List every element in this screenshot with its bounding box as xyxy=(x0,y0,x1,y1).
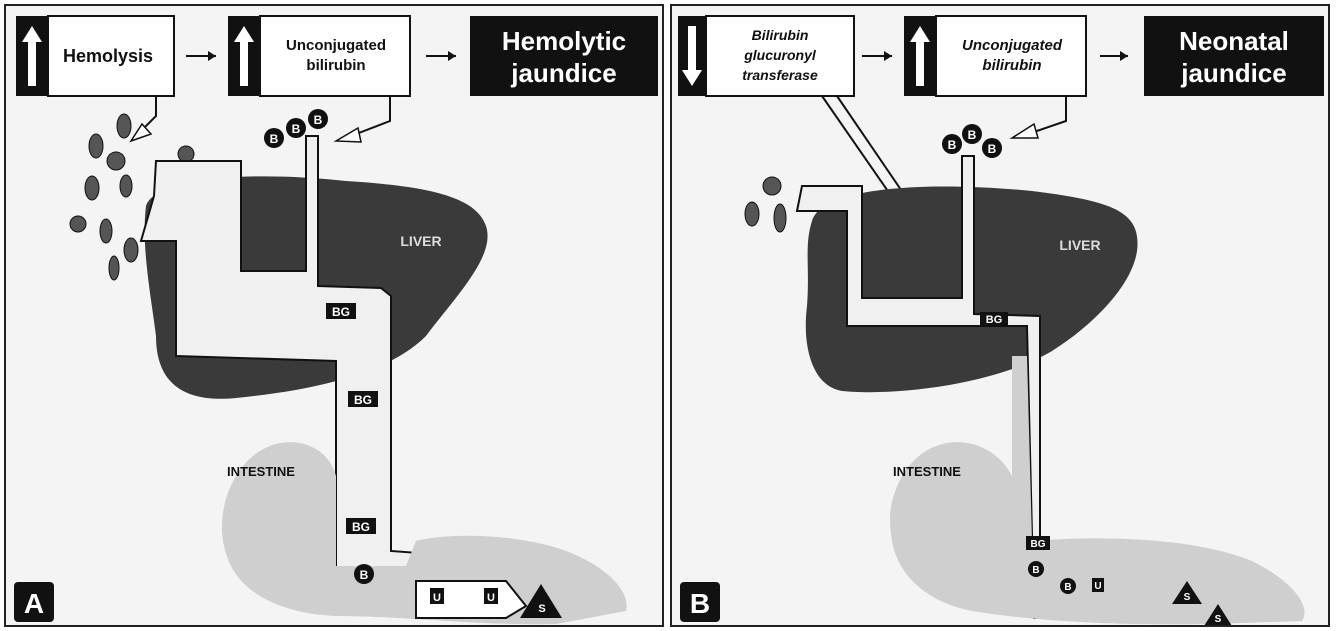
bg-label-b1: BG xyxy=(980,312,1008,326)
bilirubin-label-b: bilirubin xyxy=(982,57,1041,74)
hemolysis-label: Hemolysis xyxy=(63,46,153,66)
arrow-up-box-b2 xyxy=(904,16,936,96)
svg-text:B: B xyxy=(1032,565,1039,576)
b-label-b2: B xyxy=(1060,578,1076,594)
liver-label: LIVER xyxy=(400,233,441,249)
svg-text:BG: BG xyxy=(986,314,1003,326)
unconjugated-label: Unconjugated xyxy=(286,37,386,54)
result-line2-b: jaundice xyxy=(1180,58,1286,88)
bg-label-2: BG xyxy=(348,391,378,407)
svg-text:B: B xyxy=(314,113,323,127)
panel-letter-b: B xyxy=(690,588,710,619)
arrow-up-box-a2 xyxy=(228,16,260,96)
panel-b-diagram: Bilirubin glucuronyl transferase Unconju… xyxy=(672,6,1330,627)
svg-text:S: S xyxy=(1215,614,1222,625)
bg-label-1: BG xyxy=(326,303,356,319)
unconjugated-bilirubin-box-b xyxy=(936,16,1086,96)
svg-text:BG: BG xyxy=(332,305,350,319)
result-line1: Hemolytic xyxy=(502,26,626,56)
svg-text:B: B xyxy=(988,142,997,156)
b-label-b1: B xyxy=(1028,561,1044,577)
panel-letter-a: A xyxy=(24,588,44,619)
unconjugated-label-b: Unconjugated xyxy=(962,37,1063,54)
svg-text:B: B xyxy=(1064,582,1071,593)
intestine-label: INTESTINE xyxy=(227,464,295,479)
bg-label-b2: BG xyxy=(1026,536,1050,550)
u-label-b: U xyxy=(1092,578,1104,592)
result-line2: jaundice xyxy=(510,58,616,88)
u-label-1: U xyxy=(430,588,444,604)
panel-b-neonatal-jaundice: Bilirubin glucuronyl transferase Unconju… xyxy=(670,4,1330,627)
red-blood-cells-b xyxy=(745,177,786,232)
svg-text:B: B xyxy=(292,122,301,136)
svg-text:U: U xyxy=(487,592,495,604)
panel-a-hemolytic-jaundice: Hemolysis Unconjugated bilirubin Hemolyt… xyxy=(4,4,664,627)
arrow-up-box-a1 xyxy=(16,16,48,96)
svg-text:B: B xyxy=(968,128,977,142)
svg-text:BG: BG xyxy=(1031,539,1046,550)
unconjugated-bilirubin-box xyxy=(260,16,410,96)
svg-text:B: B xyxy=(270,132,279,146)
svg-text:S: S xyxy=(1184,592,1191,603)
panel-a-diagram: Hemolysis Unconjugated bilirubin Hemolyt… xyxy=(6,6,664,627)
arrow-down-box-b1 xyxy=(678,16,706,96)
u-label-2: U xyxy=(484,588,498,604)
transferase-line3: transferase xyxy=(742,67,818,83)
bg-label-3: BG xyxy=(346,518,376,534)
svg-text:U: U xyxy=(433,592,441,604)
result-line1-b: Neonatal xyxy=(1179,26,1289,56)
bilirubin-cluster-b: B B B xyxy=(942,124,1002,158)
transferase-line1: Bilirubin xyxy=(752,27,809,43)
svg-text:S: S xyxy=(538,603,545,615)
transferase-line2: glucuronyl xyxy=(743,47,817,63)
b-label-intestine: B xyxy=(354,564,374,584)
svg-text:U: U xyxy=(1094,581,1101,592)
bilirubin-label: bilirubin xyxy=(306,57,365,74)
liver-label-b: LIVER xyxy=(1059,237,1100,253)
svg-text:B: B xyxy=(360,568,369,582)
svg-text:B: B xyxy=(948,138,957,152)
svg-text:BG: BG xyxy=(354,393,372,407)
intestine-label-b: INTESTINE xyxy=(893,464,961,479)
svg-text:BG: BG xyxy=(352,520,370,534)
